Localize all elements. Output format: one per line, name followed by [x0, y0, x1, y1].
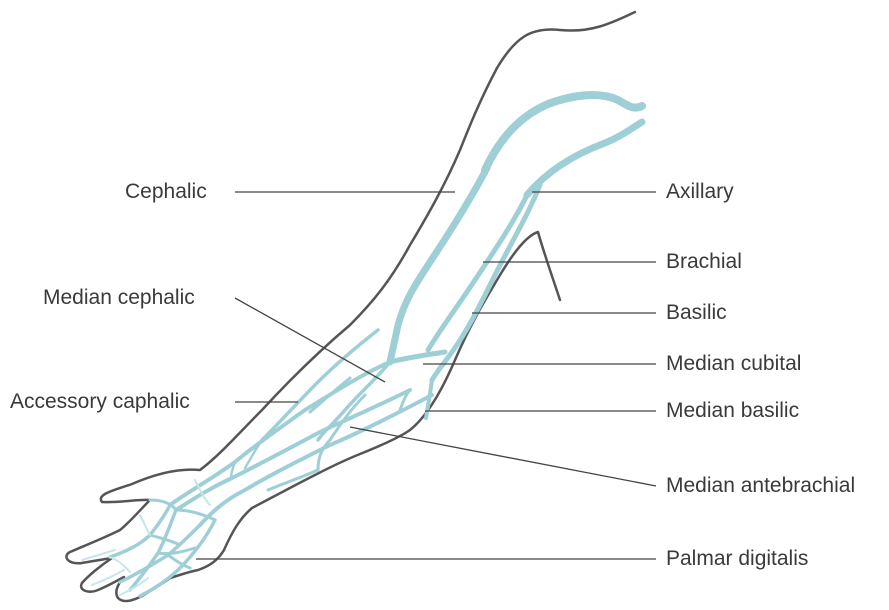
label-median-basilic: Median basilic [666, 399, 799, 423]
median-cubital-vein [390, 352, 445, 362]
minor-vein-5 [140, 515, 150, 535]
minor-vein-4 [110, 557, 130, 572]
basilic-vein [432, 185, 540, 380]
label-median-cephalic: Median cephalic [43, 286, 195, 310]
label-axillary: Axillary [666, 180, 734, 204]
brachial-vein [428, 195, 527, 350]
axillary-vein-lower [527, 122, 642, 195]
veins [110, 95, 642, 596]
forearm-vein-5 [262, 330, 378, 440]
label-cephalic: Cephalic [125, 180, 207, 204]
label-brachial: Brachial [666, 250, 742, 274]
label-median-cubital: Median cubital [666, 352, 801, 376]
label-palmar-digitalis: Palmar digitalis [666, 547, 808, 571]
label-median-antebrachial: Median antebrachial [666, 474, 855, 498]
leader-median-antebrachial [350, 427, 656, 486]
label-accessory-caphalic: Accessory caphalic [10, 390, 190, 414]
leader-lines [196, 192, 656, 559]
label-basilic: Basilic [666, 301, 727, 325]
